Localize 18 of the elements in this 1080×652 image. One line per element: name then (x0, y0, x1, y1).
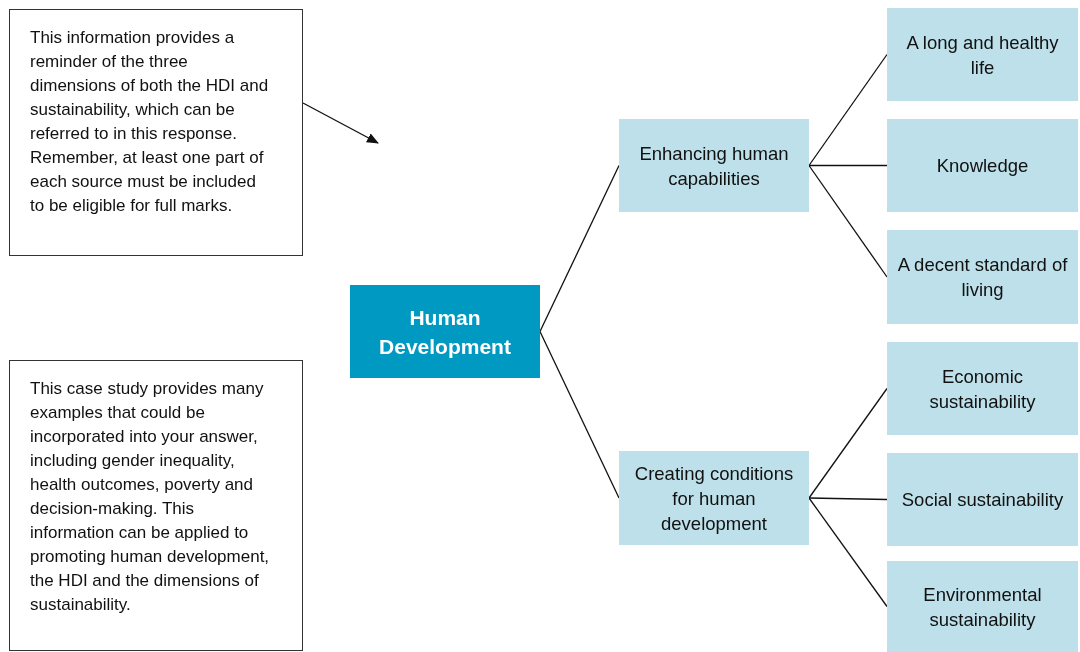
branch-box: Creating conditions for human development (619, 451, 809, 545)
root-box: Human Development (350, 285, 540, 378)
leaf-box: Social sustainability (887, 453, 1078, 546)
leaf-box: A long and healthy life (887, 8, 1078, 101)
connector-line (808, 164, 888, 278)
leaf-box: Environmental sustainability (887, 561, 1078, 652)
arrow (302, 102, 379, 144)
note-box: This case study provides many examples that could be incorporated into your answer, including gender inequality, health outcomes, poverty and decision-making. This information can be applied to promoting human development, the HDI and the dimensions of sustainability. (9, 360, 303, 651)
branch-box: Enhancing human capabilities (619, 119, 809, 212)
connector-line (808, 53, 888, 167)
note-box: This information provides a reminder of the three dimensions of both the HDI and sustainability, which can be referred to in this response. Remember, at least one part of each source must be included to be eligible for full marks. (9, 9, 303, 256)
connector-line (808, 497, 888, 501)
connector-line (808, 497, 888, 608)
leaf-box: A decent standard of living (887, 230, 1078, 324)
connector-line (808, 387, 888, 499)
leaf-box: Knowledge (887, 119, 1078, 212)
connector-line (808, 164, 888, 167)
leaf-box: Economic sustainability (887, 342, 1078, 435)
